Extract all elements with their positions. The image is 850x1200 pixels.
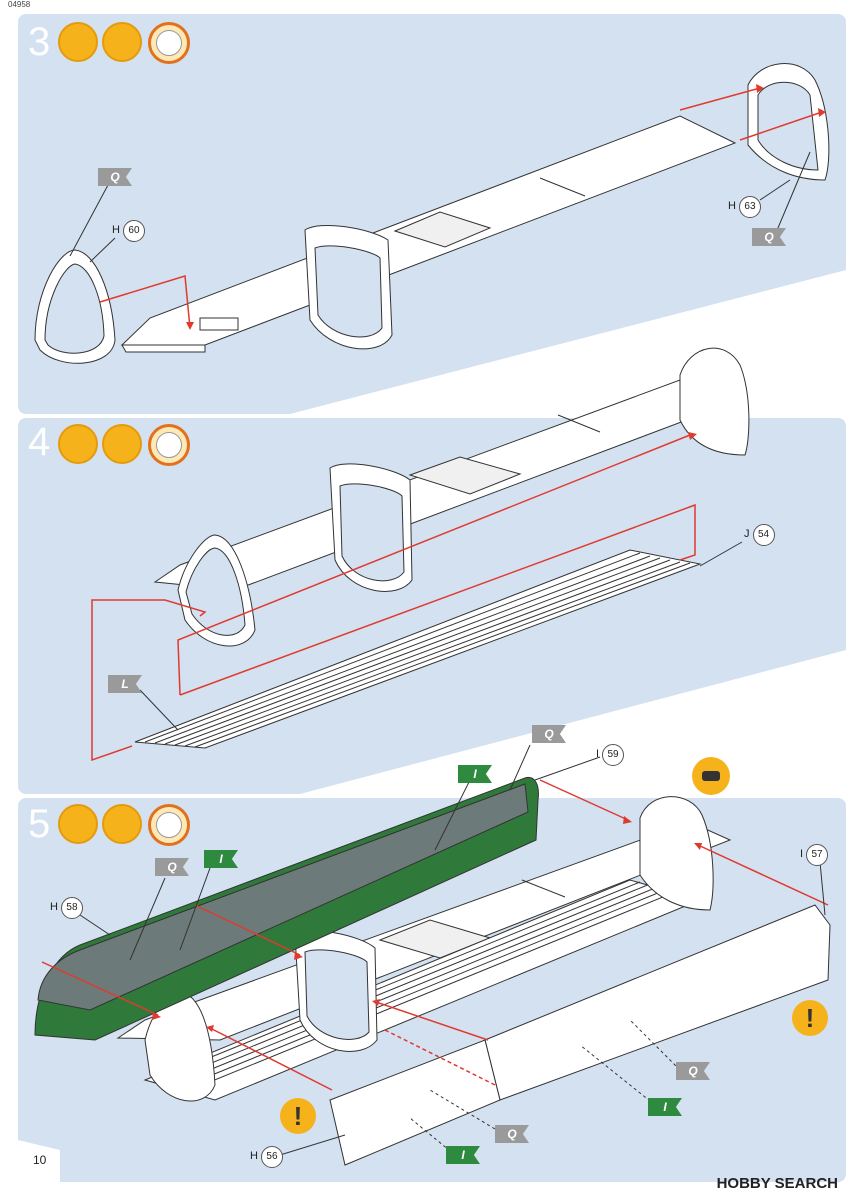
glue-icon: [58, 22, 98, 62]
flag-i: I: [204, 850, 238, 868]
part-letter: H: [250, 1150, 258, 1162]
glue-icon: [58, 424, 98, 464]
paint-icon: [102, 424, 142, 464]
step3-floor: [120, 115, 737, 353]
page-number: 10: [33, 1153, 47, 1167]
step4-mid-bulkhead: [329, 463, 413, 592]
step-number: 3: [28, 20, 51, 64]
part-letter: I: [800, 848, 804, 860]
watermark: HOBBY SEARCH: [716, 1175, 838, 1192]
tape-icon: [692, 757, 730, 795]
flag-q: Q: [155, 858, 189, 876]
flag-i: I: [458, 765, 492, 783]
step4-rear-bulkhead: [679, 347, 750, 456]
product-code: 04958: [8, 0, 31, 9]
part-number: 54: [752, 524, 775, 546]
paint-icon: [102, 22, 142, 62]
flag-i: I: [446, 1146, 480, 1164]
flag-q: Q: [98, 168, 132, 186]
step-number: 4: [28, 420, 51, 464]
part-number: 59: [602, 744, 625, 766]
step-number: 5: [28, 802, 51, 846]
part-number: 63: [738, 196, 761, 218]
clock-icon: [148, 424, 190, 466]
part-number: 60: [122, 220, 145, 242]
flag-i: I: [648, 1098, 682, 1116]
part-letter: H: [50, 901, 58, 913]
part-number: 58: [60, 897, 83, 919]
part-letter: H: [112, 224, 120, 236]
flag-l: L: [108, 675, 142, 693]
step3-rear-bulkhead: [747, 63, 830, 181]
clock-icon: [148, 22, 190, 64]
step3-front-bulkhead: [34, 249, 116, 364]
step5-rear-bulkhead: [639, 796, 714, 911]
step5-mid-bulkhead: [294, 930, 378, 1052]
clock-icon: [148, 804, 190, 846]
step5-left-side-wall: [329, 1039, 501, 1166]
flag-q: Q: [676, 1062, 710, 1080]
warning-icon: !: [792, 1000, 828, 1036]
warning-icon: !: [280, 1098, 316, 1134]
flag-q: Q: [752, 228, 786, 246]
part-number: 57: [806, 844, 829, 866]
flag-q: Q: [495, 1125, 529, 1143]
paint-icon: [102, 804, 142, 844]
part-number: 56: [260, 1146, 283, 1168]
glue-icon: [58, 804, 98, 844]
step4-front-bulkhead: [177, 534, 256, 647]
step4-floor-grating: [134, 549, 702, 749]
flag-q: Q: [532, 725, 566, 743]
step5-roof-half: [34, 776, 539, 1041]
step3-mid-bulkhead: [304, 224, 393, 350]
part-letter: H: [728, 200, 736, 212]
part-letter: J: [744, 528, 750, 540]
part-letter: I: [596, 748, 600, 760]
